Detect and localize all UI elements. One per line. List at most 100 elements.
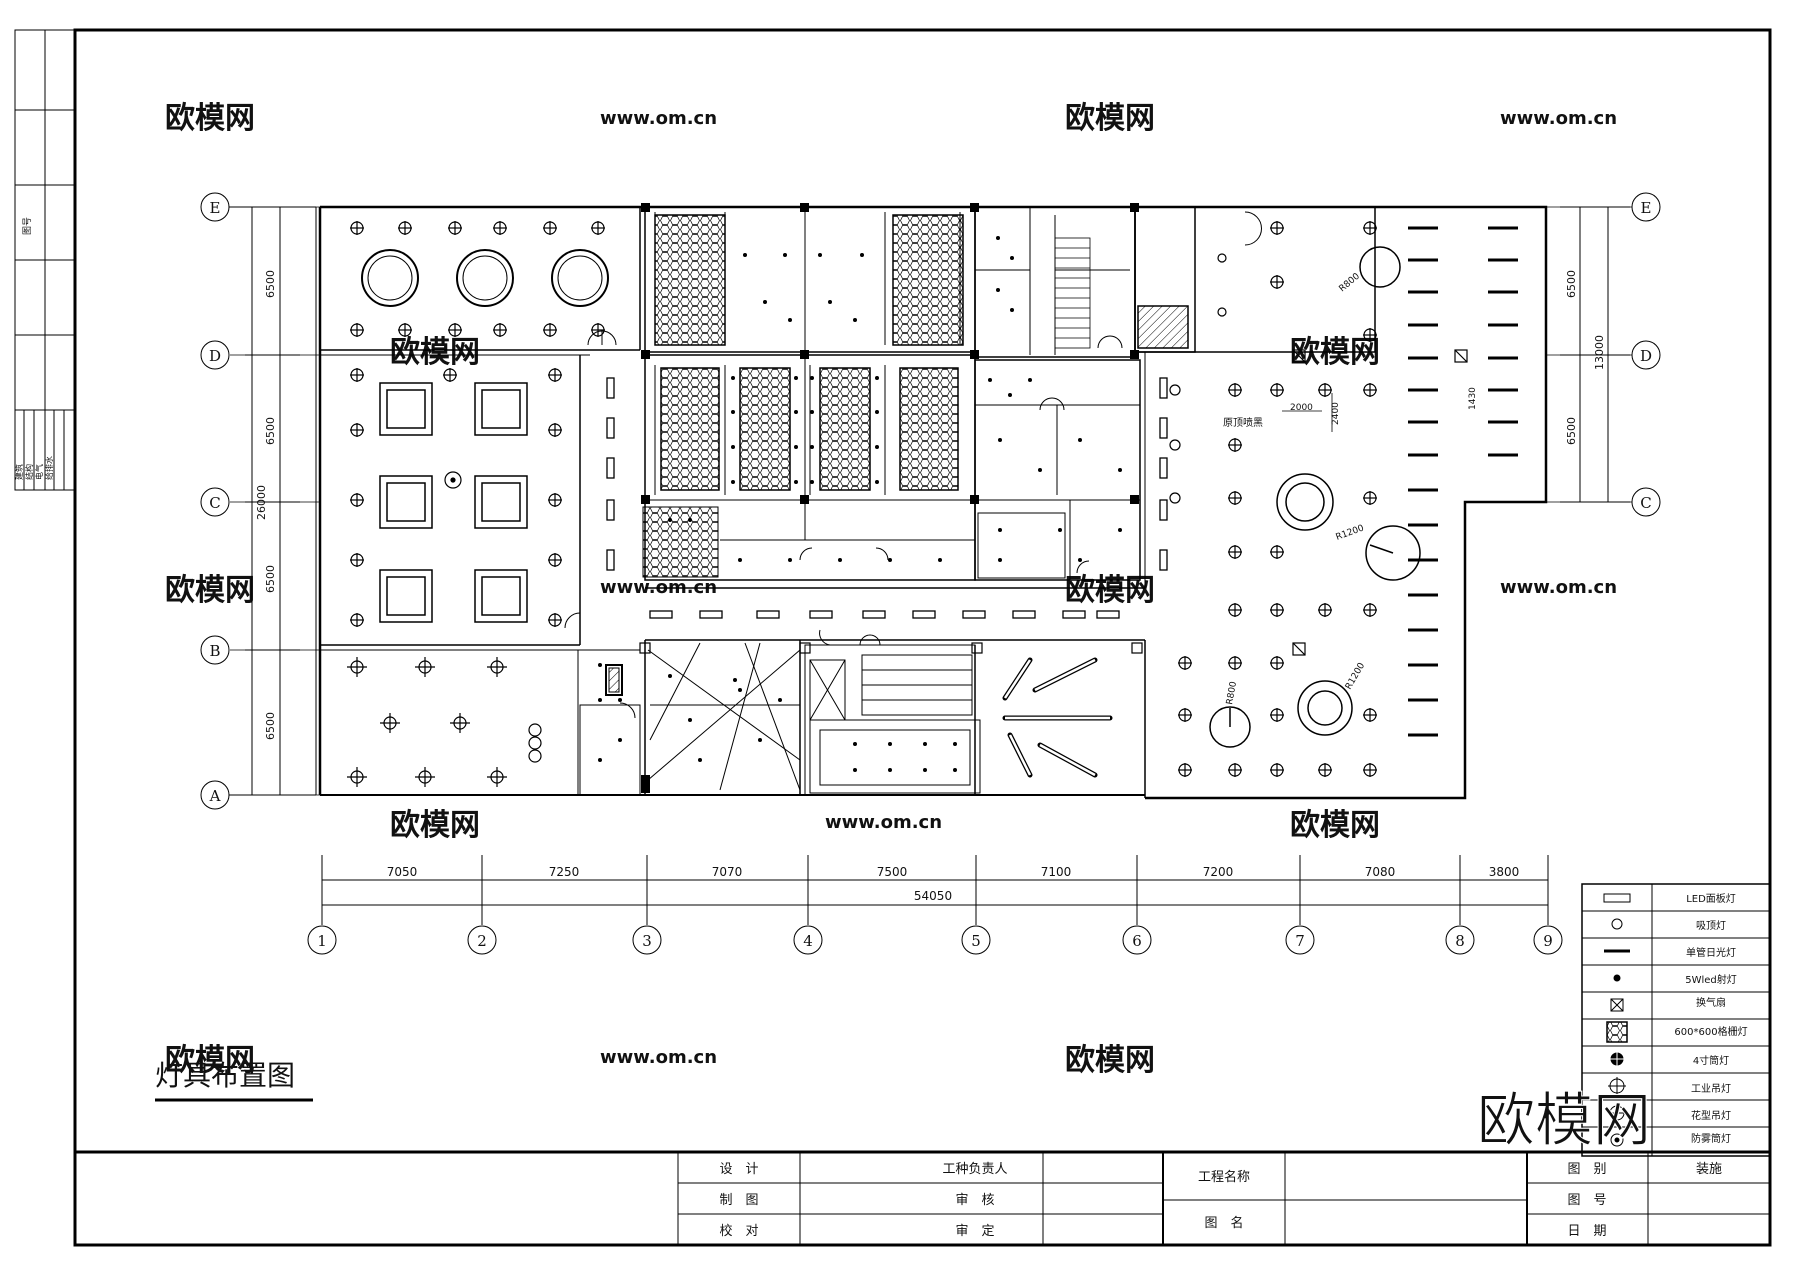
downlight-icon: [1169, 221, 1377, 777]
dim-label: 3800: [1489, 865, 1520, 879]
left-zone-lights: [347, 221, 609, 787]
radius-label: R1200: [1344, 661, 1367, 691]
fog-downlight-icon: [1610, 1133, 1624, 1147]
watermark: 欧模网: [165, 1043, 255, 1078]
legend-label: 换气扇: [1696, 996, 1726, 1009]
grid-bubble: 9: [1533, 925, 1563, 955]
strip-top-label: 图号: [22, 217, 33, 235]
svg-text:E: E: [1641, 199, 1652, 217]
tb-design: 设 计: [719, 1162, 758, 1177]
strip-discipline: 电气: [34, 464, 44, 480]
led-panel-icon: [1603, 893, 1631, 903]
radius-label: R800: [1225, 680, 1239, 705]
tb-trade-lead: 工种负责人: [942, 1162, 1007, 1177]
stairs: [1054, 237, 1091, 349]
grid-bubble: 4: [793, 925, 823, 955]
geometric-ceiling: [579, 642, 973, 796]
tb-check: 校 对: [719, 1223, 758, 1239]
grid-bubble: 2: [467, 925, 497, 955]
exhaust-fan-icon: [639, 349, 1468, 656]
svg-text:C: C: [209, 494, 220, 512]
tb-review: 审 核: [955, 1193, 994, 1208]
tb-category-label: 图 别: [1567, 1162, 1606, 1177]
svg-text:4: 4: [803, 932, 813, 950]
strip-discipline: 建筑: [14, 464, 24, 480]
watermarks: 欧模网 www.om.cn 欧模网 www.om.cn 欧模网 欧模网 欧模网 …: [165, 101, 1617, 1078]
svg-text:5: 5: [971, 932, 981, 950]
watermark: 欧模网: [390, 808, 480, 843]
tb-approve: 审 定: [955, 1224, 994, 1239]
watermark: www.om.cn: [600, 108, 717, 129]
dim-label: 6500: [264, 712, 277, 740]
grid-rows-left: E D C B A: [200, 192, 320, 810]
svg-text:8: 8: [1455, 932, 1465, 950]
legend-label: 防雾筒灯: [1691, 1132, 1731, 1145]
dim-label: 2000: [1290, 403, 1313, 413]
radius-label: R1200: [1335, 523, 1366, 542]
industrial-pendant-icon: [1608, 1077, 1626, 1095]
outer-frame: [73, 28, 1772, 1247]
grille-panels: [642, 214, 1189, 578]
industrial-pendant-icon: [1209, 246, 1421, 748]
exhaust-fan-icon: [1610, 998, 1624, 1012]
strip-disciplines: 建筑 结构 电气 给排水: [14, 456, 54, 480]
downlight-icon: [350, 368, 562, 627]
tb-drawing-name: 图 名: [1204, 1215, 1243, 1231]
right-dim-labels: 6500 6500 13000: [1565, 270, 1606, 445]
watermark: 欧模网: [165, 101, 255, 136]
watermark: 欧模网: [1065, 573, 1155, 608]
svg-text:6: 6: [1132, 932, 1142, 950]
dim-label: 13000: [1593, 335, 1606, 370]
svg-text:1: 1: [317, 932, 327, 950]
dim-label: 7250: [549, 865, 580, 879]
svg-text:E: E: [210, 199, 221, 217]
grid-bubble: C: [1631, 487, 1661, 517]
grid-bubble: 1: [307, 925, 337, 955]
legend-label: 工业吊灯: [1691, 1083, 1731, 1095]
corridor-led-panels: [606, 377, 1168, 619]
dim-label: 26000: [255, 485, 268, 520]
bottom-dim-labels: 7050 7250 7070 7500 7100 7200 7080 3800 …: [387, 865, 1520, 903]
svg-text:C: C: [1640, 494, 1651, 512]
dim-label: 6500: [1565, 417, 1578, 445]
legend-label: 花型吊灯: [1691, 1109, 1731, 1122]
svg-text:7: 7: [1295, 932, 1305, 950]
svg-text:D: D: [1640, 347, 1652, 365]
dim-label: 54050: [914, 889, 952, 903]
ceiling-note: 原顶喷黑: [1223, 417, 1263, 429]
left-dim-labels: 6500 6500 6500 6500 26000: [255, 270, 277, 740]
bottom-dimensions: [321, 855, 1549, 925]
spotlight-icon: [1613, 974, 1621, 982]
ceiling-light-icon: [350, 221, 605, 337]
grid-bubble: E: [1631, 192, 1661, 222]
grid-bubble: B: [200, 635, 230, 665]
title-block: [73, 1150, 1772, 1247]
legend-label: 600*600格栅灯: [1674, 1025, 1747, 1038]
dim-label: 6500: [1565, 270, 1578, 298]
radius-label: R800: [1338, 271, 1363, 294]
watermark: 欧模网: [1290, 808, 1380, 843]
grid-bubble: 5: [961, 925, 991, 955]
watermark: www.om.cn: [825, 812, 942, 833]
watermark: www.om.cn: [600, 1047, 717, 1068]
legend-label: 单管日光灯: [1686, 946, 1736, 959]
grid-bubble: A: [200, 780, 230, 810]
ceiling-light-icon: [1611, 918, 1623, 930]
decorative-pendant-icon: [347, 657, 542, 787]
dim-label: 7050: [387, 865, 418, 879]
tb-number-label: 图 号: [1567, 1193, 1606, 1208]
dim-label: 6500: [264, 270, 277, 298]
grid-bubble: D: [1631, 340, 1661, 370]
watermark: 欧模网: [165, 573, 255, 608]
downlight-icon: [1609, 1051, 1625, 1067]
doors: [564, 211, 1262, 719]
grid-rows-right: E D C: [1546, 192, 1661, 517]
title-block-labels: 设 计 制 图 校 对 工种负责人 审 核 审 定 工程名称 图 名 图 别 装…: [719, 1162, 1722, 1239]
legend-labels: LED面板灯 吸顶灯 单管日光灯 5Wled射灯 换气扇 600*600格栅灯 …: [1674, 892, 1747, 1145]
grid-bubble: 7: [1285, 925, 1315, 955]
legend-label: 5Wled射灯: [1685, 974, 1737, 986]
right-hall-lights: [639, 221, 1468, 777]
watermark: 欧模网: [1065, 1043, 1155, 1078]
